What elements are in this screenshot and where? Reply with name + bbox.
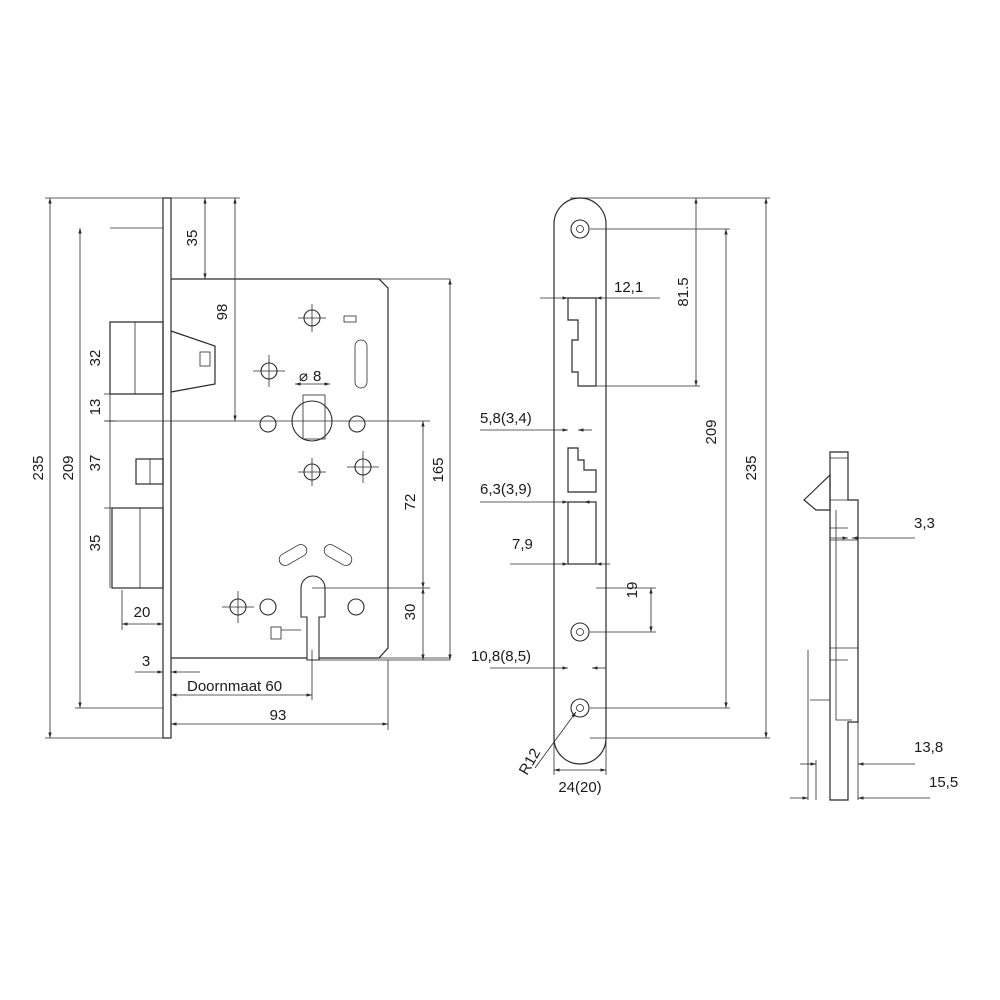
screw-bottom: [570, 698, 590, 718]
dim-5-8: 5,8(3,4): [480, 410, 532, 427]
dim-15-5: 15,5: [929, 774, 958, 791]
dim-165: 165: [430, 457, 447, 482]
dim-235-side: 235: [743, 455, 760, 480]
slot-top: [354, 339, 368, 389]
dim-24: 24(20): [558, 779, 601, 796]
dim-13-8: 13,8: [914, 739, 943, 756]
dim-35-bolt: 35: [87, 535, 104, 552]
cylinder-cutout: [300, 575, 326, 661]
dim-72: 72: [402, 494, 419, 511]
profile-outline: [829, 451, 859, 801]
dim-20: 20: [134, 604, 151, 621]
dim-93: 93: [270, 707, 287, 724]
dim-12-1: 12,1: [614, 279, 643, 296]
dim-doornmaat: Doornmaat 60: [187, 678, 282, 695]
dim-37: 37: [87, 455, 104, 472]
dim-209-side: 209: [703, 419, 720, 444]
profile-view: 3,3 13,8 15,5: [790, 451, 958, 801]
dim-3-3: 3,3: [914, 515, 935, 532]
catch-opening: [567, 447, 597, 493]
dim-81-5: 81.5: [675, 277, 692, 306]
latch-tail: [170, 330, 216, 393]
follower-square: [302, 394, 326, 440]
dim-13: 13: [87, 399, 104, 416]
dim-3: 3: [142, 653, 150, 670]
dim-8: 8: [313, 368, 321, 385]
dim-10-8: 10,8(8,5): [471, 648, 531, 665]
deadbolt: [111, 507, 164, 589]
front-view: 235 209 35 98 32 13 37 35 20 3 165 72 30…: [30, 197, 452, 739]
lock-case: [171, 278, 389, 659]
diameter-symbol: ⌀: [299, 368, 308, 385]
dim-98: 98: [214, 304, 231, 321]
screw-middle: [570, 622, 590, 642]
latch-bolt: [109, 321, 164, 395]
dim-209: 209: [60, 455, 77, 480]
forend-outline: [553, 197, 607, 765]
catch: [135, 458, 164, 485]
forend-plate: [162, 197, 172, 739]
dim-19: 19: [624, 582, 641, 599]
dim-6-3: 6,3(3,9): [480, 481, 532, 498]
side-view: 12,1 81.5 5,8(3,4) 6,3(3,9) 7,9 19 10,8(…: [471, 197, 770, 796]
dim-35-top: 35: [184, 230, 201, 247]
fixing-holes: [222, 355, 379, 623]
dim-235: 235: [30, 455, 47, 480]
screw-top: [570, 219, 590, 239]
dim-7-9: 7,9: [512, 536, 533, 553]
bolt-opening: [567, 501, 597, 565]
profile-latch: [803, 473, 831, 511]
latch-opening: [567, 297, 597, 387]
dim-30: 30: [402, 604, 419, 621]
dim-32: 32: [87, 350, 104, 367]
